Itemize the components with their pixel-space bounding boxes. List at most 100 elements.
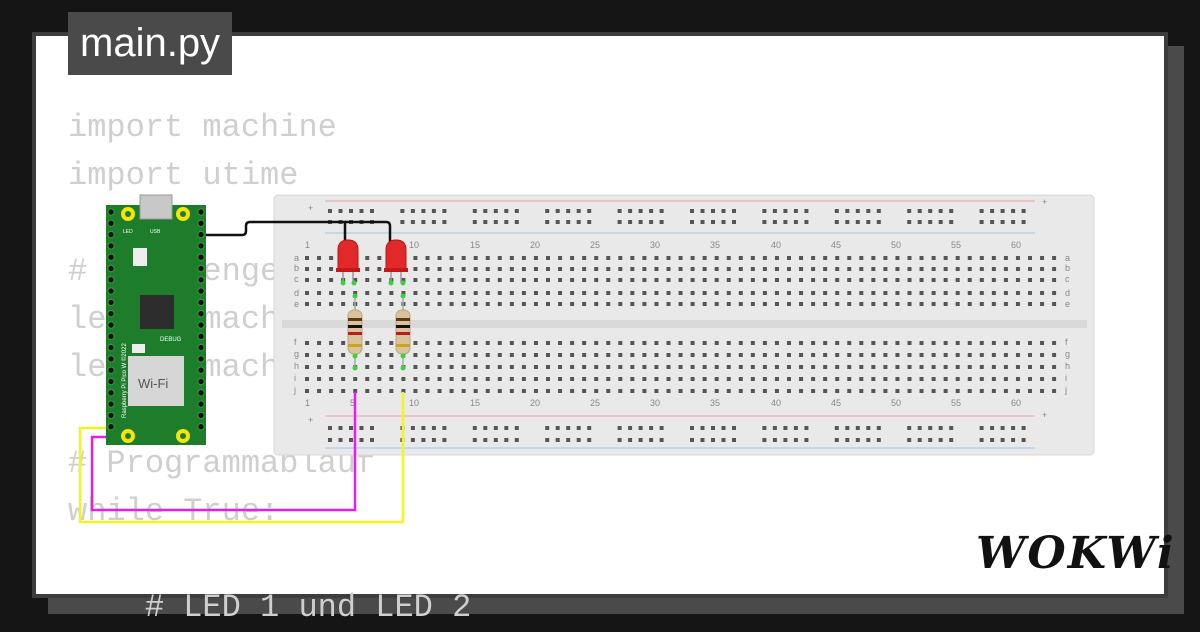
breadboard-hole[interactable]	[1003, 353, 1008, 357]
breadboard-hole[interactable]	[461, 353, 466, 357]
breadboard-hole[interactable]	[919, 341, 924, 345]
breadboard-hole[interactable]	[654, 291, 659, 295]
breadboard-hole[interactable]	[991, 341, 996, 345]
breadboard-hole[interactable]	[1028, 377, 1032, 381]
breadboard-hole[interactable]	[365, 302, 370, 306]
breadboard-hole[interactable]	[449, 278, 454, 282]
breadboard-hole[interactable]	[449, 256, 454, 260]
breadboard-hole[interactable]	[931, 377, 936, 381]
breadboard-hole[interactable]	[521, 302, 526, 306]
breadboard-hole[interactable]	[401, 278, 406, 282]
breadboard-hole[interactable]	[762, 341, 767, 345]
breadboard-hole[interactable]	[582, 256, 587, 260]
rail-hole[interactable]	[700, 209, 705, 213]
breadboard-hole[interactable]	[1052, 389, 1057, 393]
breadboard-hole[interactable]	[907, 267, 912, 271]
breadboard-hole[interactable]	[931, 267, 936, 271]
breadboard-hole[interactable]	[377, 267, 382, 271]
breadboard-hole[interactable]	[871, 302, 876, 306]
rail-hole[interactable]	[1021, 220, 1026, 224]
breadboard-hole[interactable]	[449, 377, 454, 381]
breadboard-hole[interactable]	[630, 278, 635, 282]
breadboard-hole[interactable]	[353, 291, 358, 295]
breadboard-hole[interactable]	[919, 256, 924, 260]
breadboard-hole[interactable]	[353, 377, 358, 381]
breadboard-hole[interactable]	[473, 353, 478, 357]
rail-hole[interactable]	[638, 438, 643, 442]
breadboard-hole[interactable]	[654, 278, 659, 282]
rail-hole[interactable]	[907, 438, 912, 442]
breadboard-hole[interactable]	[726, 389, 731, 393]
breadboard-hole[interactable]	[485, 377, 490, 381]
breadboard-hole[interactable]	[895, 365, 900, 369]
breadboard-hole[interactable]	[955, 389, 960, 393]
breadboard-hole[interactable]	[437, 302, 442, 306]
rail-hole[interactable]	[504, 438, 509, 442]
rail-hole[interactable]	[442, 220, 447, 224]
breadboard-hole[interactable]	[919, 353, 924, 357]
breadboard-hole[interactable]	[546, 256, 550, 260]
breadboard-hole[interactable]	[1040, 341, 1045, 345]
breadboard-hole[interactable]	[618, 365, 623, 369]
breadboard-hole[interactable]	[774, 353, 779, 357]
rail-hole[interactable]	[762, 209, 767, 213]
breadboard-hole[interactable]	[1003, 267, 1008, 271]
rail-hole[interactable]	[400, 209, 405, 213]
rail-hole[interactable]	[483, 426, 488, 430]
breadboard-hole[interactable]	[750, 377, 755, 381]
breadboard-hole[interactable]	[341, 302, 346, 306]
breadboard-hole[interactable]	[883, 377, 888, 381]
breadboard-hole[interactable]	[317, 389, 322, 393]
breadboard-hole[interactable]	[859, 302, 864, 306]
breadboard-hole[interactable]	[678, 267, 683, 271]
breadboard-hole[interactable]	[389, 302, 394, 306]
breadboard-hole[interactable]	[413, 389, 418, 393]
pico-pin[interactable]	[107, 343, 115, 352]
breadboard-hole[interactable]	[533, 353, 538, 357]
breadboard-hole[interactable]	[714, 353, 719, 357]
breadboard-hole[interactable]	[979, 256, 984, 260]
pico-pin[interactable]	[197, 219, 205, 228]
breadboard-hole[interactable]	[425, 278, 430, 282]
breadboard-hole[interactable]	[461, 291, 466, 295]
breadboard-hole[interactable]	[425, 353, 430, 357]
breadboard-hole[interactable]	[690, 267, 695, 271]
breadboard-hole[interactable]	[991, 302, 996, 306]
wire-magenta[interactable]	[90, 392, 357, 512]
bootsel-button[interactable]	[133, 248, 147, 266]
pico-pin[interactable]	[107, 242, 115, 250]
breadboard-hole[interactable]	[811, 341, 816, 345]
breadboard-hole[interactable]	[654, 377, 659, 381]
breadboard-hole[interactable]	[485, 389, 490, 393]
breadboard-hole[interactable]	[365, 389, 370, 393]
breadboard-hole[interactable]	[943, 353, 948, 357]
breadboard-hole[interactable]	[787, 267, 791, 271]
breadboard-hole[interactable]	[931, 278, 936, 282]
rail-hole[interactable]	[804, 209, 809, 213]
breadboard-hole[interactable]	[1040, 389, 1045, 393]
rail-hole[interactable]	[628, 220, 633, 224]
resistor-2[interactable]	[395, 298, 411, 371]
breadboard-hole[interactable]	[702, 353, 707, 357]
breadboard-hole[interactable]	[690, 377, 695, 381]
rail-hole[interactable]	[1011, 426, 1016, 430]
rail-hole[interactable]	[493, 220, 498, 224]
breadboard-hole[interactable]	[702, 278, 707, 282]
breadboard-hole[interactable]	[871, 353, 876, 357]
rail-hole[interactable]	[617, 426, 622, 430]
breadboard-hole[interactable]	[425, 267, 430, 271]
breadboard-hole[interactable]	[329, 341, 334, 345]
breadboard-hole[interactable]	[485, 291, 490, 295]
breadboard-hole[interactable]	[558, 278, 563, 282]
pico-pin[interactable]	[197, 287, 205, 295]
rail-hole[interactable]	[876, 426, 881, 430]
rail-hole[interactable]	[545, 220, 550, 224]
breadboard-hole[interactable]	[329, 267, 334, 271]
breadboard-hole[interactable]	[1015, 267, 1020, 271]
rail-hole[interactable]	[1000, 438, 1005, 442]
breadboard-hole[interactable]	[497, 302, 502, 306]
breadboard-hole[interactable]	[654, 341, 659, 345]
breadboard-hole[interactable]	[967, 291, 972, 295]
breadboard-hole[interactable]	[473, 256, 478, 260]
breadboard-hole[interactable]	[606, 389, 611, 393]
